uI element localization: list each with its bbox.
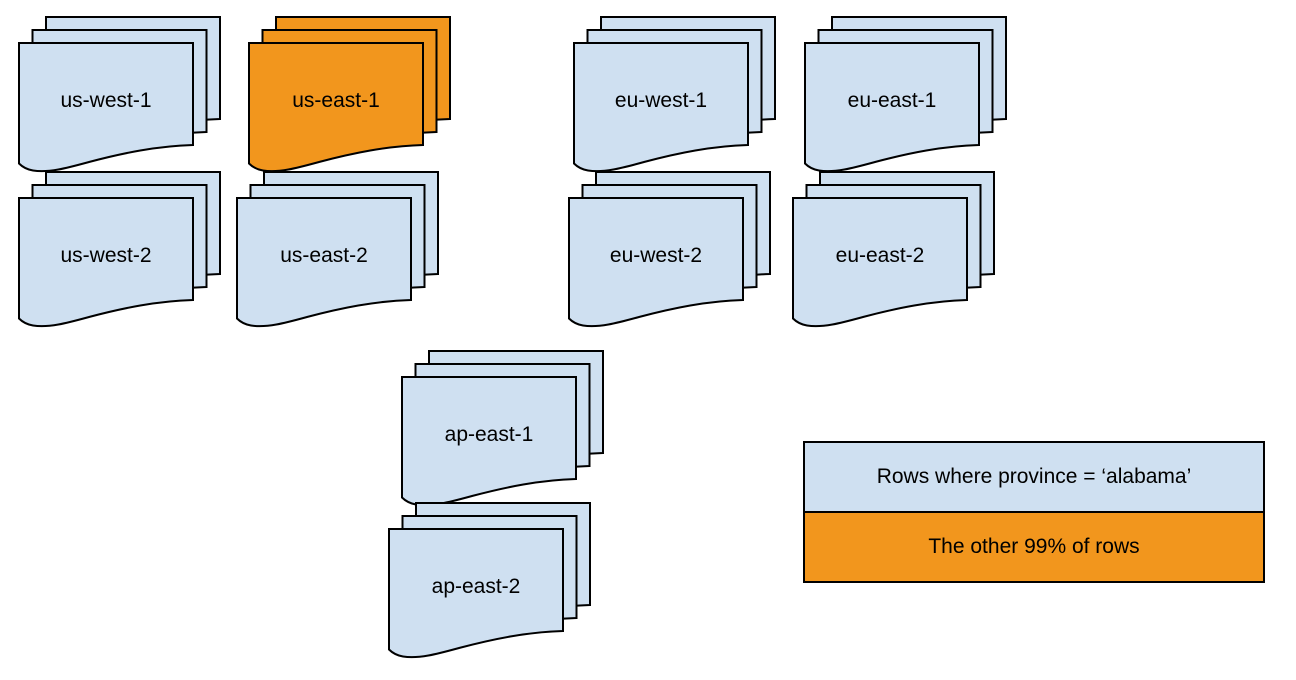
legend-row-other-rows: The other 99% of rows bbox=[805, 513, 1263, 581]
document-stack-icon bbox=[388, 502, 591, 659]
region-stack-us-east-1: us-east-1 bbox=[248, 16, 451, 173]
region-stack-eu-west-2: eu-west-2 bbox=[568, 171, 771, 328]
legend-label-alabama: Rows where province = ‘alabama’ bbox=[876, 465, 1192, 488]
region-label: ap-east-1 bbox=[444, 423, 534, 446]
document-stack-icon bbox=[236, 171, 439, 328]
region-stack-eu-east-2: eu-east-2 bbox=[792, 171, 995, 328]
region-stack-eu-west-1: eu-west-1 bbox=[573, 16, 776, 173]
region-label: us-west-2 bbox=[60, 244, 152, 267]
document-stack-icon bbox=[792, 171, 995, 328]
region-label: us-east-2 bbox=[280, 244, 368, 267]
region-label: us-west-1 bbox=[60, 89, 152, 112]
region-stack-us-east-2: us-east-2 bbox=[236, 171, 439, 328]
legend-label-other: The other 99% of rows bbox=[928, 535, 1140, 558]
document-stack-icon bbox=[401, 350, 604, 507]
region-stack-ap-east-2: ap-east-2 bbox=[388, 502, 591, 659]
document-stack-icon bbox=[18, 16, 221, 173]
region-label: us-east-1 bbox=[292, 89, 380, 112]
region-label: ap-east-2 bbox=[431, 575, 521, 598]
document-stack-icon bbox=[804, 16, 1007, 173]
document-stack-icon bbox=[568, 171, 771, 328]
region-label: eu-east-2 bbox=[835, 244, 925, 267]
region-label: eu-west-2 bbox=[609, 244, 703, 267]
legend: Rows where province = ‘alabama’ The othe… bbox=[803, 441, 1265, 583]
region-stack-ap-east-1: ap-east-1 bbox=[401, 350, 604, 507]
document-stack-icon bbox=[573, 16, 776, 173]
document-stack-icon bbox=[248, 16, 451, 173]
region-stack-us-west-2: us-west-2 bbox=[18, 171, 221, 328]
document-stack-icon bbox=[18, 171, 221, 328]
region-label: eu-east-1 bbox=[847, 89, 937, 112]
region-label: eu-west-1 bbox=[614, 89, 708, 112]
legend-row-alabama-rows: Rows where province = ‘alabama’ bbox=[805, 443, 1263, 513]
region-stack-us-west-1: us-west-1 bbox=[18, 16, 221, 173]
region-stack-eu-east-1: eu-east-1 bbox=[804, 16, 1007, 173]
